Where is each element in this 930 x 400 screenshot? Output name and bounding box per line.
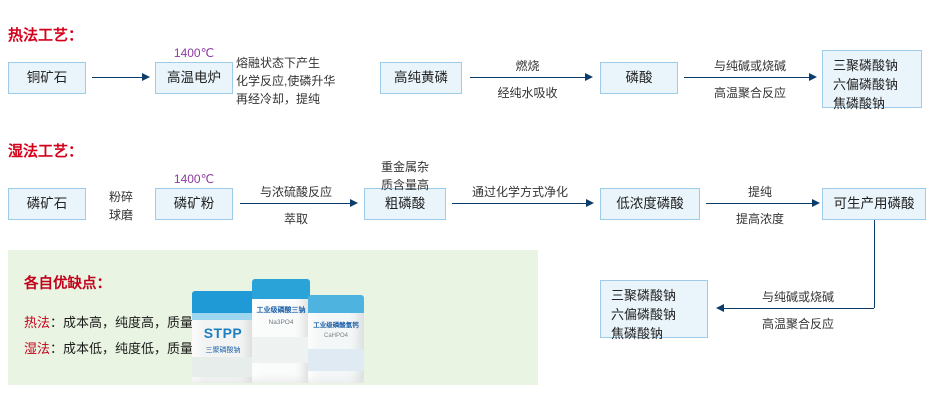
product-bag-2-sub: Na3PO4 (268, 319, 294, 326)
thermal-node-copper-ore-label: 铜矿石 (26, 69, 68, 85)
product-bag-3: 工业级磷酸氢钙 CaHPO4 (308, 295, 364, 383)
product-photo: STPP 三聚磷酸钠 工业级磷酸三钠 Na3PO4 工业级磷酸氢钙 CaHPO4 (188, 268, 373, 383)
wet-node-phosphate-ore-label: 磷矿石 (26, 195, 68, 211)
thermal-arrow-1-line (92, 77, 142, 78)
product-bag-2-lower (252, 337, 310, 363)
wet-purify-label: 通过化学方式净化 (471, 185, 568, 199)
wet-node-production-acid-label: 可生产用磷酸 (833, 195, 915, 211)
thermal-step1-desc: 熔融状态下产生 化学反应,使磷升华 再经冷却，提纯 (236, 54, 374, 108)
wet-node-phosphate-powder: 磷矿粉 (155, 188, 233, 220)
thermal-node-phosphoric-acid: 磷酸 (600, 62, 678, 94)
thermal-step1-line1: 熔融状态下产生 (236, 56, 321, 70)
thermal-step1-line3: 再经冷却，提纯 (236, 92, 321, 106)
wet-concentrate-line2: 提高浓度 (735, 212, 784, 226)
thermal-step1-line2: 化学反应,使磷升华 (236, 74, 336, 88)
thermal-step3-line1: 与纯碱或烧碱 (713, 59, 786, 73)
product-bag-2-brand: 工业级磷酸三钠 (256, 307, 306, 314)
wet-grind-desc: 粉碎 球磨 (90, 188, 152, 224)
wet-product-2: 六偏磷酸钠 (611, 306, 677, 322)
thermal-step2-line1: 燃烧 (515, 59, 540, 73)
thermal-node-yellow-phosphorus: 高纯黄磷 (380, 62, 462, 94)
product-bag-1-band (192, 313, 254, 320)
summary-key-wet: 湿法 (24, 341, 51, 356)
thermal-arrow-1-head (142, 73, 150, 81)
wet-polymer-line2: 高温聚合反应 (761, 317, 834, 331)
wet-arrow-1-line (240, 203, 350, 204)
wet-node-crude-acid: 粗磷酸 (364, 188, 446, 220)
thermal-step2-line2: 经纯水吸收 (497, 86, 558, 100)
product-bag-1-sub: 三聚磷酸钠 (205, 347, 241, 354)
product-bag-1-lower (192, 357, 254, 377)
wet-arrow-1-head (350, 199, 358, 207)
summary-line-thermal: 热法：成本高，纯度高，质量稳定。 (24, 312, 232, 331)
wet-arrow-4-head (716, 304, 724, 312)
thermal-arrow-3-line (470, 77, 585, 78)
wet-node-phosphate-ore: 磷矿石 (8, 188, 86, 220)
thermal-product-1: 三聚磷酸钠 (833, 58, 899, 73)
wet-concentrate-line1: 提纯 (747, 185, 772, 199)
product-bag-3-brand: 工业级磷酸氢钙 (313, 322, 359, 329)
summary-key-thermal: 热法 (24, 315, 51, 330)
wet-arrow-3-line (706, 203, 812, 204)
wet-product-3: 焦磷酸钠 (611, 325, 664, 341)
wet-polymer-line1: 与纯碱或烧碱 (761, 290, 834, 304)
thermal-arrow-4-head (809, 73, 817, 81)
product-bag-1: STPP 三聚磷酸钠 (192, 291, 254, 383)
wet-acid-line1: 与浓硫酸反应 (259, 185, 332, 199)
thermal-step3-line2: 高温聚合反应 (713, 86, 786, 100)
wet-arrow-2-line (452, 203, 586, 204)
product-bag-3-top (308, 295, 364, 313)
thermal-node-furnace-label: 高温电炉 (167, 69, 221, 85)
thermal-node-yellow-phosphorus-label: 高纯黄磷 (394, 69, 448, 85)
thermal-arrow-4-line (684, 77, 809, 78)
thermal-node-copper-ore: 铜矿石 (8, 62, 86, 94)
product-bag-3-sub: CaHPO4 (323, 333, 348, 339)
thermal-process-title: 热法工艺： (8, 27, 84, 44)
wet-heavy-metal-desc: 重金属杂 质含量高 (364, 158, 446, 194)
wet-heavy-line2: 质含量高 (380, 178, 429, 192)
wet-acid-line2: 萃取 (283, 212, 308, 226)
wet-node-crude-acid-label: 粗磷酸 (384, 195, 426, 211)
summary-text-thermal: ：成本高，纯度高，质量稳定。 (50, 315, 233, 330)
summary-panel: 各自优缺点： 热法：成本高，纯度高，质量稳定。 湿法：成本低，纯度低，质量可以达… (8, 250, 538, 385)
wet-heavy-line1: 重金属杂 (380, 160, 429, 174)
product-bag-2-top (252, 279, 310, 299)
wet-arrow-2-head (586, 199, 594, 207)
wet-grind-line1: 粉碎 (108, 190, 133, 204)
thermal-node-furnace: 高温电炉 (155, 62, 233, 94)
wet-product-1: 三聚磷酸钠 (611, 288, 677, 303)
product-bag-1-top (192, 291, 254, 313)
wet-node-products: 三聚磷酸钠 六偏磷酸钠 焦磷酸钠 (600, 280, 708, 341)
wet-arrow-4-hline (724, 308, 874, 309)
thermal-node-phosphoric-acid-label: 磷酸 (625, 69, 653, 85)
wet-arrow-4-vline (874, 220, 875, 308)
product-bag-3-lower (308, 349, 364, 371)
wet-process-title: 湿法工艺： (8, 143, 84, 160)
thermal-product-3: 焦磷酸钠 (833, 95, 886, 111)
thermal-temp-label: 1400℃ (173, 46, 215, 60)
thermal-arrow-3-head (585, 73, 593, 81)
wet-node-production-acid: 可生产用磷酸 (822, 188, 926, 220)
thermal-node-products: 三聚磷酸钠 六偏磷酸钠 焦磷酸钠 (822, 50, 922, 111)
wet-arrow-3-head (812, 199, 820, 207)
wet-node-low-conc-acid: 低浓度磷酸 (600, 188, 700, 220)
product-bag-1-brand: STPP (203, 325, 243, 341)
wet-temp-label: 1400℃ (173, 172, 215, 186)
thermal-product-2: 六偏磷酸钠 (833, 76, 899, 92)
wet-grind-line2: 球磨 (108, 208, 133, 222)
wet-node-phosphate-powder-label: 磷矿粉 (173, 195, 215, 211)
product-bag-2: 工业级磷酸三钠 Na3PO4 (252, 279, 310, 383)
summary-title: 各自优缺点： (24, 276, 111, 292)
wet-node-low-conc-acid-label: 低浓度磷酸 (616, 195, 684, 211)
